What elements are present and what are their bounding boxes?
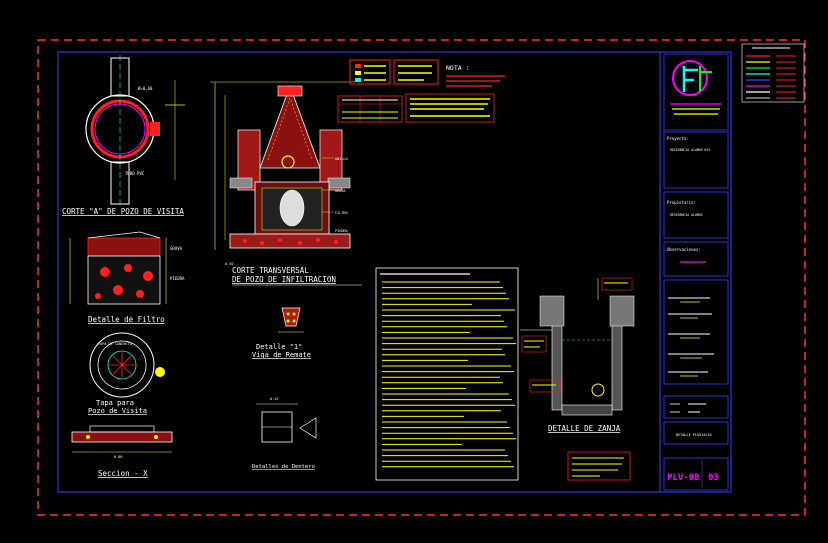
svg-text:ANILLO: ANILLO [335,157,348,161]
proyecto-label: Proyecto: [667,136,689,141]
detalle-label: DETALLE PLUVIALES [676,433,712,437]
outer-dashed-border [37,39,806,516]
svg-text:GRAVA: GRAVA [335,189,346,193]
svg-text:TAPA DE CONCRETO: TAPA DE CONCRETO [98,342,132,346]
svg-text:0.80: 0.80 [114,455,122,459]
pen-weight-table [741,43,805,103]
main-section-title-line1: CORTE TRANSVERSAL [232,266,309,275]
plan-view: Ø=0.60 TUBO PVC [85,55,185,208]
beam-detail [278,307,304,333]
filter-detail: GRAVA PIEDRA [69,231,185,305]
trench-detail-title: DETALLE DE ZANJA [548,424,621,433]
title-block [663,53,729,491]
material-legend [349,59,439,85]
svg-text:0.25: 0.25 [270,397,278,401]
trench-detail [520,277,635,416]
steel-detail: 0.25 [256,397,317,443]
trench-notes [567,451,631,481]
infiltration-well-section: ANILLO GRAVA FILTRO PIEDRA 0.30 [210,81,355,266]
note-title: NOTA : [446,64,469,72]
observaciones-label: Observaciones: [667,247,701,252]
svg-text:TUBO PVC: TUBO PVC [125,171,145,176]
svg-text:0.30: 0.30 [225,262,233,266]
inner-drawing-frame [57,51,732,493]
beam-detail-title-line1: Detalle "1" [256,343,302,351]
company-logo [670,60,722,115]
lid-plan: TAPA DE CONCRETO [89,332,165,398]
lid-plan-title-line2: Pozo de Visita [88,407,147,415]
plan-view-title: CORTE "A" DE POZO DE VISITA [62,207,184,216]
dimensions-table [337,93,495,123]
svg-text:PIEDRA: PIEDRA [335,229,349,233]
filter-detail-title: Detalle de Filtro [88,315,165,324]
svg-text:Ø=0.60: Ø=0.60 [138,86,153,91]
svg-text:FILTRO: FILTRO [335,211,348,215]
proyecto-value: RESIDENCIA ALAMOS Nº5 [670,148,710,152]
lid-plan-title-line1: Tapa para [96,399,134,407]
note-body [446,75,505,87]
propietario-value: RESIDENCIA ALAMOS [670,213,703,217]
main-section-title-line2: DE POZO DE INFILTRACION [232,275,336,284]
svg-text:GRAVA: GRAVA [170,246,183,251]
sheet-number: 03 [708,473,719,483]
sheet-code: PLV-08 [667,473,700,483]
svg-text:PIEDRA: PIEDRA [170,276,185,281]
lid-section-title: Seccion - X [98,469,148,478]
lid-section: 0.80 [71,425,173,459]
propietario-label: Propietario: [667,200,696,205]
steel-detail-title: Detalles de Dentero [252,464,315,470]
beam-detail-title-line2: Viga de Remate [252,351,311,359]
general-notes-panel [375,267,519,481]
